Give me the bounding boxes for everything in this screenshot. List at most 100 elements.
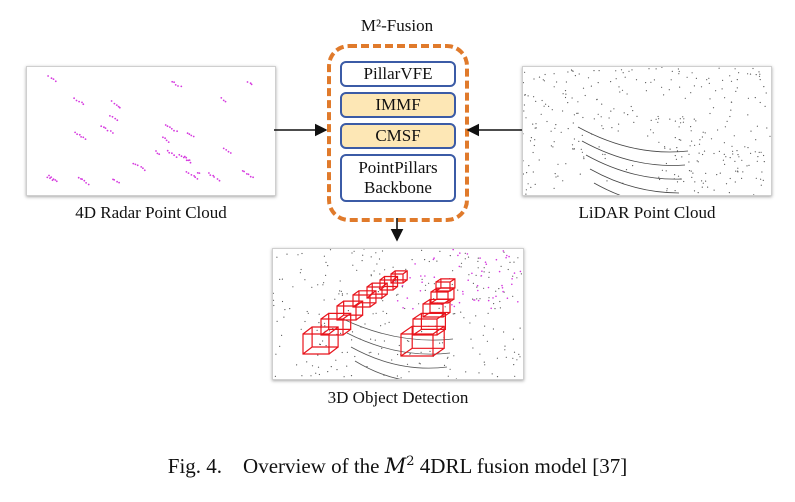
point	[281, 300, 284, 303]
point	[372, 313, 374, 315]
point	[476, 284, 479, 287]
point	[396, 300, 399, 302]
point	[676, 181, 679, 183]
point	[523, 173, 524, 175]
point	[495, 258, 498, 261]
point	[77, 176, 80, 179]
point	[690, 170, 692, 172]
point	[610, 110, 612, 112]
point	[653, 79, 655, 81]
point	[565, 81, 567, 83]
point	[383, 340, 385, 342]
point	[506, 297, 509, 299]
point	[441, 342, 444, 344]
point	[281, 278, 283, 280]
point	[315, 372, 317, 374]
point	[671, 70, 673, 72]
lidar-arc	[589, 168, 680, 194]
point	[246, 81, 249, 83]
point	[340, 332, 342, 334]
point	[598, 70, 600, 72]
point	[635, 79, 638, 81]
point	[553, 86, 555, 88]
point	[478, 372, 480, 374]
point	[578, 73, 580, 75]
point	[381, 250, 384, 252]
point	[658, 176, 660, 178]
point	[513, 364, 515, 366]
point	[396, 375, 398, 377]
point	[567, 128, 569, 130]
point	[296, 364, 298, 366]
point	[624, 76, 626, 78]
point	[564, 90, 567, 92]
point	[334, 298, 336, 300]
point	[513, 272, 516, 274]
point	[304, 320, 306, 323]
point	[429, 350, 431, 352]
point	[590, 85, 592, 87]
point	[538, 76, 541, 78]
point	[245, 173, 248, 175]
fusion-title: M²-Fusion	[360, 16, 434, 35]
point	[220, 97, 223, 99]
point	[503, 251, 505, 253]
point	[451, 304, 453, 306]
point	[584, 94, 586, 97]
bounding-box	[412, 312, 446, 336]
point	[535, 123, 537, 125]
point	[650, 81, 652, 83]
bounding-box	[435, 278, 456, 292]
point	[143, 169, 146, 172]
point	[398, 344, 400, 347]
point	[721, 88, 723, 90]
point	[533, 78, 535, 80]
bounding-box	[352, 290, 377, 308]
point	[279, 345, 281, 347]
point	[690, 130, 692, 132]
point	[82, 103, 85, 106]
point	[113, 179, 116, 181]
point	[212, 174, 215, 177]
point	[301, 375, 303, 377]
point	[717, 129, 719, 131]
point	[472, 282, 474, 284]
point	[706, 79, 708, 81]
point	[323, 282, 325, 284]
point	[722, 159, 724, 161]
point	[460, 311, 462, 313]
point	[645, 82, 647, 84]
point	[601, 125, 603, 127]
radar-caption: 4D Radar Point Cloud	[75, 203, 227, 222]
point	[619, 91, 621, 93]
point	[718, 150, 720, 152]
point	[418, 303, 420, 305]
point	[611, 127, 613, 129]
point	[508, 255, 510, 258]
point	[476, 298, 478, 300]
point	[583, 158, 585, 160]
point	[608, 117, 610, 119]
point	[341, 293, 343, 295]
point	[688, 170, 691, 172]
point	[470, 338, 472, 340]
point	[370, 275, 372, 277]
point	[317, 284, 319, 286]
point	[408, 340, 410, 342]
point	[533, 144, 535, 147]
point	[690, 92, 692, 94]
point	[658, 118, 660, 120]
point	[467, 256, 470, 258]
point	[227, 150, 230, 153]
point	[702, 131, 704, 133]
point	[370, 338, 372, 340]
point	[697, 192, 699, 194]
point	[587, 77, 590, 79]
point	[742, 171, 744, 173]
point	[692, 172, 694, 174]
point	[418, 362, 420, 364]
point	[502, 250, 505, 252]
lidar-points-plot	[523, 67, 771, 195]
point	[553, 187, 555, 189]
point	[708, 82, 710, 84]
